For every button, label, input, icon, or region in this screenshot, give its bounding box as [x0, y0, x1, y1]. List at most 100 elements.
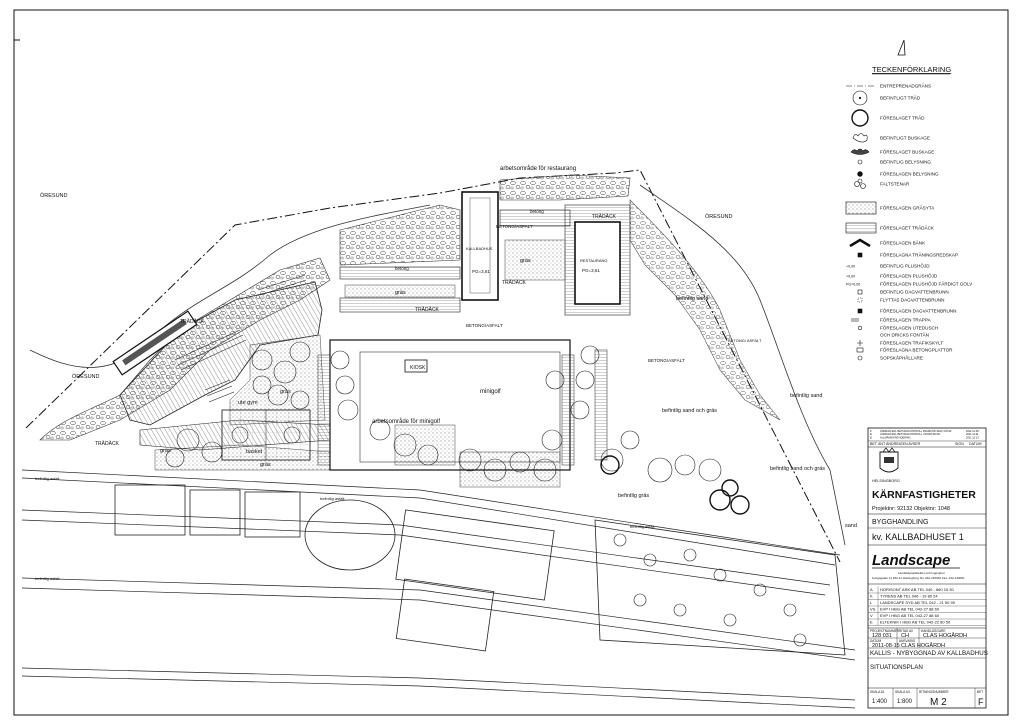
drawing-title-2: SITUATIONSPLAN	[870, 664, 923, 671]
drawing-title-1: KALLIS - NYBYGGNAD AV KALLBADHUS	[870, 650, 988, 657]
bin-icon	[857, 355, 863, 361]
gym-icon	[857, 252, 863, 258]
grass-label: gräs	[160, 448, 171, 454]
existing-asphalt-label: befintlig asfalt	[35, 476, 60, 481]
minigolf-area-label: arbetsområde för minigolf	[372, 418, 440, 425]
basket-label: basket	[246, 449, 263, 455]
ansvarig: CLAS HOGÅRDH	[901, 642, 945, 649]
oresund-label: ÖRESUND	[40, 192, 68, 199]
level-floor-icon: PG=0,00	[846, 283, 860, 287]
oresund-label: ÖRESUND	[72, 373, 100, 380]
concrete-label: betong	[395, 266, 409, 271]
ritad-av: CH	[901, 633, 909, 639]
kallbadhus-floor-level: PG=3,61	[472, 269, 490, 274]
drain-existing-icon	[857, 289, 863, 295]
ritad-av-label: RITAD AV	[899, 629, 914, 633]
concrete-asphalt-label: BETONG/ ASFALT	[728, 338, 762, 343]
restaurang-floor-level: PG=3,61	[582, 268, 600, 273]
bench-icon	[849, 238, 871, 248]
handlaggare-label: HANDLÄGGARE	[921, 629, 945, 633]
deck-label: TRÄDÄCK	[592, 213, 617, 220]
kallbadhus-label: KALLBADHUS	[466, 246, 493, 251]
handlaggare: CLAS HOGÅRDH	[923, 632, 967, 639]
revision-text: ÄNDRAD ENL BETONGKONTROLL FRAMFÖR SELF K…	[880, 429, 952, 433]
consultant-letter: VS	[870, 607, 876, 612]
legend-item-label: FÖRESLAGEN BELYSNING	[880, 171, 939, 177]
existing-asphalt-label: befintlig asfalt	[35, 576, 60, 581]
restaurang-label: RESTAURANG	[580, 258, 607, 263]
legend-item-label: OCH DRICKS FONTÄN	[880, 332, 929, 338]
skala-a3: 1:800	[897, 699, 913, 705]
svg-text:PG=0,00: PG=0,00	[846, 283, 860, 287]
ute-gym-label: ute gym	[238, 400, 258, 406]
minigolf-label: minigolf	[480, 389, 501, 395]
revision-text: ÄNDRAD ENL BETONGKONTROLL I NORR-SKÄR	[880, 432, 940, 436]
property-name: kv. KALLBADHUSET 1	[872, 532, 964, 542]
city-name: HELSINGBORG	[872, 479, 900, 483]
client-name: KÄRNFASTIGHETER	[872, 488, 976, 501]
existing-sand-label: befintlig sand	[790, 393, 822, 399]
stones-icon	[854, 178, 866, 189]
revision-date: 2011.11.01	[966, 432, 979, 436]
legend-item-label: BEFINTLIG PLUSHÖJD	[880, 263, 930, 269]
existing-sand-grass-label: befintlig sand och gräs	[770, 466, 825, 472]
company-sub: Landskapsarkitekter och Ingenjörer	[898, 571, 945, 575]
concrete-asphalt-label: BETONG/ASFALT	[648, 358, 685, 363]
deck-icon	[845, 222, 877, 234]
legend-item-label: BEFINTLIG BELYSNING	[880, 160, 931, 165]
legend-item-label: FÖRESLAGEN UTEDUSCH	[880, 325, 938, 331]
legend-item-label: FÖRESLAGET TRÄDÄCK	[880, 225, 935, 231]
legend-item-label: FLYTTAS DAGVATTENBRUNN	[880, 298, 945, 303]
concrete-asphalt-label: BETONG/ASFALT	[496, 224, 533, 229]
company-logo: Landscape	[872, 552, 950, 569]
shrub-proposed-icon	[850, 148, 870, 155]
consultant-entry: EVP I HBG AB TEL 042-27 88 60	[880, 613, 940, 618]
legend-item-label: BEFINTLIG DAGVATTENBRUNN	[880, 290, 949, 295]
datum: 2011-08-15	[872, 643, 900, 649]
stair-icon	[851, 318, 859, 322]
grass-label: gräs	[280, 389, 291, 395]
existing-sand-grass-label: befintlig sand och gräs	[662, 408, 717, 414]
consultant-entry: ELTEKNIK I HBG AB TEL 042-22 80 50	[880, 620, 951, 625]
consultant-letter: K	[870, 594, 873, 599]
legend-item-label: FÖRESLAGEN DAGVATTENBRUNN	[880, 308, 956, 314]
tree-proposed-icon	[851, 109, 869, 127]
grass-label: gräs	[395, 290, 406, 296]
shrub-existing-icon	[852, 133, 868, 143]
ansvarig-label: ANSVARIG	[899, 639, 916, 643]
legend-item-label: FÖRESLAGNA BETONGPLATTOR	[880, 347, 953, 353]
legend-item-label: BEFINTLIGT BUSKAGE	[880, 136, 930, 141]
legend-item-label: FALTSTENAR	[880, 182, 910, 187]
consultant-letter: A	[870, 587, 873, 592]
svg-text:+0,00: +0,00	[846, 275, 855, 279]
deck-label: TRÄDÄCK	[415, 306, 440, 313]
consultant-entry: HORISONT ARK AB TEL 040 - 660 15 30	[880, 587, 955, 592]
tree-existing-icon	[852, 90, 868, 106]
consultant-entry: LANDSCAPE SYD AB TEL 042 - 21 50 90	[880, 600, 956, 605]
shower-icon	[857, 325, 863, 331]
bet-label: BET	[977, 690, 983, 694]
site-plan	[21, 39, 906, 709]
kiosk-label: KIOSK	[410, 365, 426, 371]
rev-header-ant: ANT	[878, 442, 886, 446]
stage: BYGGHANDLING	[872, 519, 928, 526]
datum-label: DATUM	[870, 639, 881, 643]
existing-sand-label: befintlig sand	[676, 296, 708, 302]
ritningsnummer: M 2	[930, 697, 947, 708]
revision-text: ALLMÄNNA REVIDERING	[880, 435, 911, 439]
drain-moved-icon	[857, 297, 863, 303]
legend-item-label: FÖRESLAGET BUSKAGE	[880, 149, 934, 155]
consultant-entry: TYRENS AB TEL 046 - 19 80 24	[880, 594, 938, 599]
revision-date: 2011.10.13	[966, 435, 979, 439]
legend-item-label: FÖRESLAGEN GRÄSYTA	[880, 205, 935, 211]
projektnummer-label: PROJEKTNUMMER	[870, 629, 900, 633]
revision-letter: E	[870, 432, 872, 436]
deck-label: TRÄDÄCK	[502, 279, 527, 286]
revision-date: 2011.11.08	[966, 429, 979, 433]
consultant-letter: E	[870, 620, 873, 625]
existing-asphalt-label: befintlig asfalt	[630, 524, 655, 529]
ritningsnummer-label: RITNINGSNUMMER	[919, 690, 949, 694]
